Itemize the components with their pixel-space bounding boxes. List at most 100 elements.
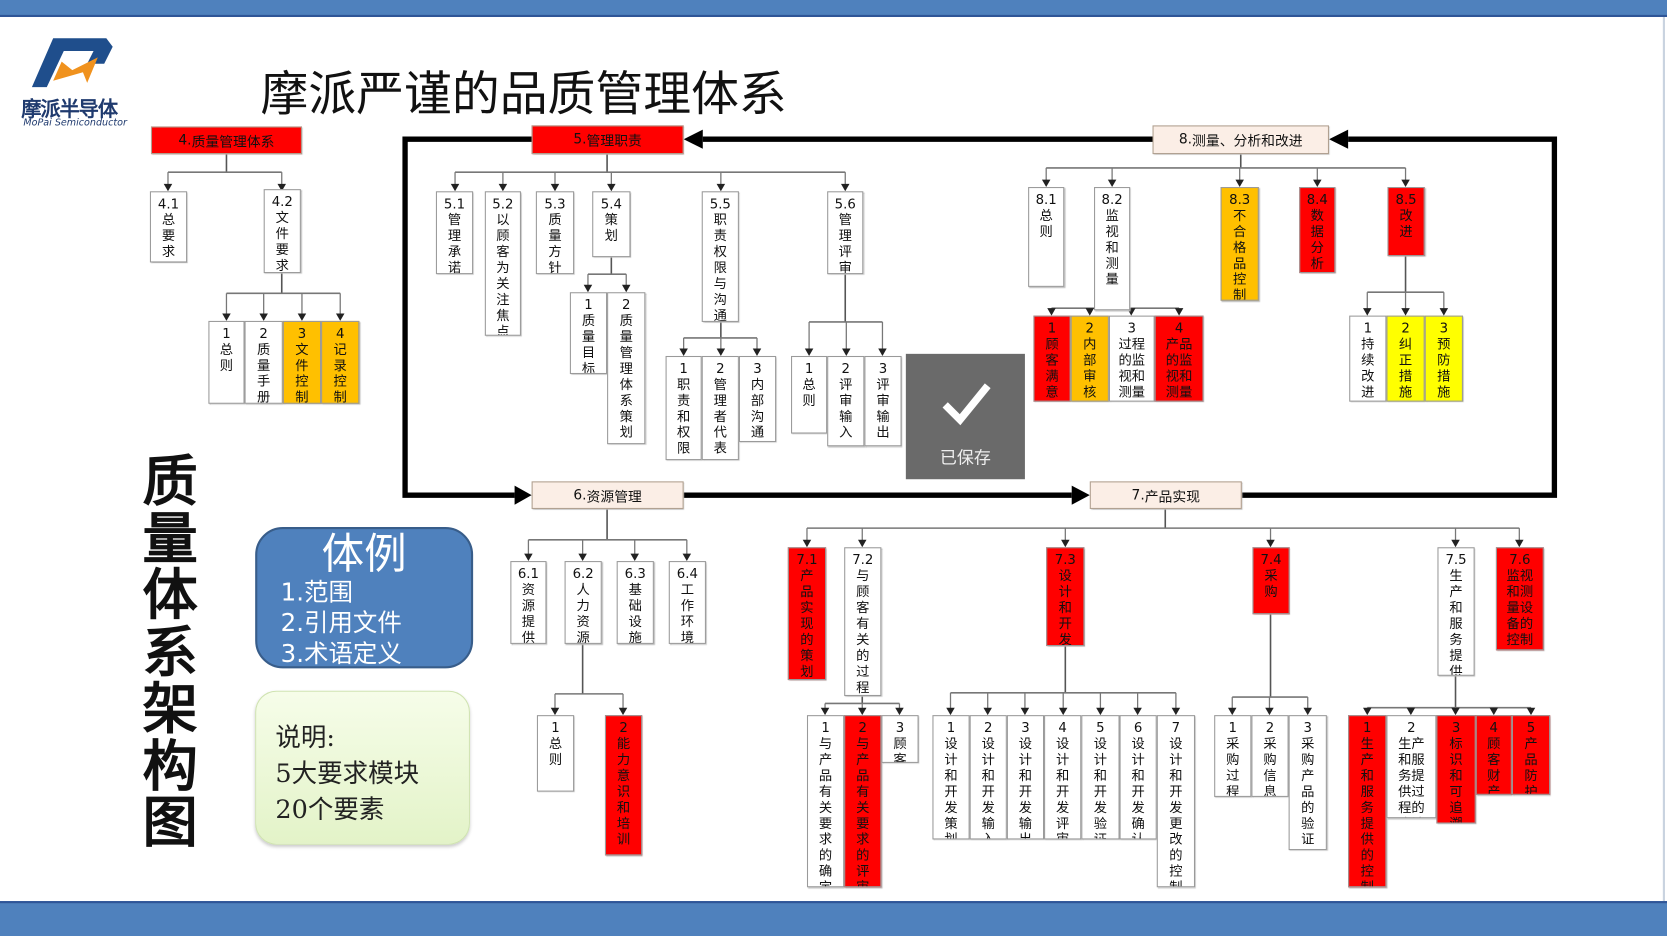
node-label: 纠正措施 — [1398, 335, 1413, 400]
arrow-down-icon — [550, 707, 560, 716]
node-label: 生产和服务提供过程的确认 — [1398, 735, 1425, 817]
node-label: 采购产品的验证 — [1301, 735, 1315, 847]
arrow-down-icon — [297, 313, 307, 321]
node-number: 8.4 — [1306, 191, 1328, 208]
arrow-down-icon — [259, 313, 268, 321]
node-number: 2 — [1407, 719, 1416, 736]
node-number: 3 — [1021, 719, 1030, 736]
node-label: 总则 — [219, 341, 234, 373]
node-number: 7.5 — [1445, 551, 1467, 568]
node-label: 总要求 — [161, 211, 176, 260]
arrow-down-icon — [1227, 707, 1237, 716]
node-label: 总则 — [802, 376, 816, 409]
node-label: 质量管理体系策划 — [619, 312, 633, 440]
section-header-text: 质量管理体系 — [191, 134, 275, 151]
node-number: 1 — [1363, 719, 1372, 736]
arrow-down-icon — [621, 284, 631, 293]
node-number: 6.4 — [676, 565, 698, 582]
node-number: 1 — [584, 296, 593, 313]
node-label: 采购 — [1264, 567, 1278, 600]
node-number: 7.1 — [796, 551, 818, 568]
node-number: 5.5 — [709, 195, 731, 212]
node-n752: 2生产和服务提供过程的确认 — [1386, 715, 1437, 819]
node-label: 生产和服务提供的控制 — [1360, 735, 1374, 888]
node-label: 监视和测量设备的控制 — [1506, 567, 1534, 648]
node-label: 管理承诺 — [447, 211, 462, 275]
node-label: 采购信息 — [1263, 735, 1277, 797]
node-number: 1 — [946, 719, 956, 736]
node-label: 质量目标 — [581, 312, 596, 375]
arrow-down-icon — [1363, 308, 1372, 316]
node-label: 评审输出 — [876, 376, 890, 440]
node-number: 7.3 — [1054, 551, 1076, 568]
arrow-down-icon — [858, 707, 867, 716]
arrow-down-icon — [842, 348, 851, 356]
arrow-down-icon — [1096, 707, 1105, 716]
node-label: 资源提供 — [521, 581, 536, 644]
node-number: 1 — [1228, 719, 1237, 736]
node-n723: 3顾客沟通 — [881, 715, 919, 763]
section-header-h7: 7.产品实现 — [1089, 481, 1242, 509]
arrow-down-icon — [583, 284, 593, 293]
node-label: 总则 — [1039, 207, 1053, 240]
node-number: 5.3 — [544, 195, 566, 212]
node-number: 3 — [1451, 719, 1461, 736]
page-title: 摩派严谨的品质管理体系 — [260, 65, 787, 123]
arrow-down-icon — [679, 348, 688, 356]
top-bar — [0, 0, 1667, 18]
arrow-down-icon — [1020, 707, 1030, 716]
node-number: 6.2 — [572, 565, 594, 582]
node-number: 1 — [1047, 319, 1057, 336]
node-label: 产品的监视和测量 — [1165, 335, 1193, 400]
node-label: 设计和开发评审 — [1056, 735, 1070, 840]
node-number: 4 — [335, 325, 345, 342]
legend-item: 3.术语定义 — [280, 640, 402, 669]
arrow-down-icon — [277, 183, 287, 192]
arrow-right-icon — [1071, 485, 1090, 505]
node-number: 2 — [984, 719, 993, 736]
arrow-down-icon — [450, 183, 460, 192]
arrow-down-icon — [1265, 707, 1274, 716]
node-label: 能力意识和培训 — [616, 735, 631, 847]
node-number: 1 — [804, 360, 814, 377]
arrow-down-icon — [607, 183, 616, 192]
note-box: 说明: 5大要求模块 20个要素 — [255, 690, 470, 845]
arrow-down-icon — [1058, 707, 1068, 716]
node-number: 2 — [1265, 719, 1275, 736]
node-number: 4 — [1058, 719, 1067, 736]
frame-line — [1241, 136, 1558, 498]
node-number: 3 — [878, 360, 888, 377]
node-label: 顾客沟通 — [893, 735, 907, 763]
node-number: 5 — [1096, 719, 1105, 736]
node-number: 1 — [551, 719, 560, 736]
side-title: 质量体系架构图 — [142, 450, 198, 856]
node-number: 8.3 — [1229, 191, 1251, 208]
node-label: 管理者代表 — [713, 376, 727, 456]
node-label: 设计和开发输入 — [981, 735, 995, 840]
node-number: 5.2 — [492, 195, 514, 212]
node-number: 8.1 — [1035, 191, 1057, 208]
